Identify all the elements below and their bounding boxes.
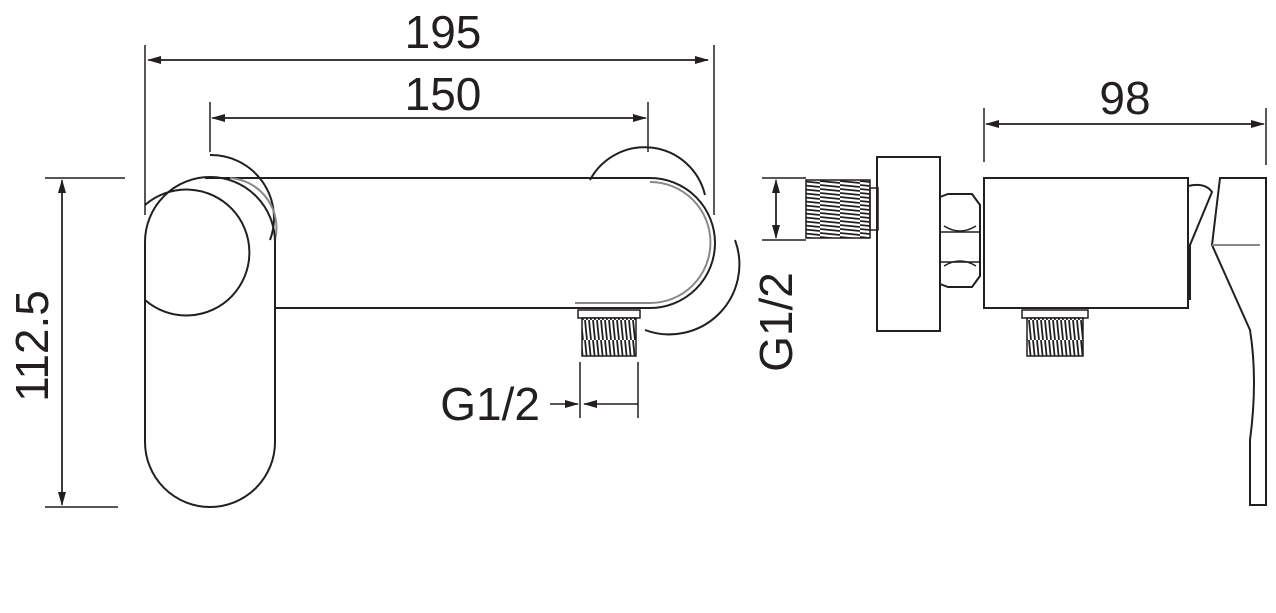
inlet-thread-label: G1/2 bbox=[750, 272, 802, 372]
outlet-thread-label: G1/2 bbox=[440, 378, 540, 430]
hex-nut bbox=[939, 193, 981, 288]
side-body bbox=[983, 177, 1189, 309]
side-outlet-thread bbox=[1026, 317, 1084, 357]
right-flange-lower bbox=[644, 239, 741, 336]
front-view: 195 150 112.5 G1/2 bbox=[6, 6, 741, 508]
dim-150-label: 150 bbox=[405, 68, 482, 120]
inlet-thread bbox=[805, 179, 871, 239]
wall-flange bbox=[876, 156, 941, 332]
side-view: 98 G1/2 bbox=[750, 72, 1267, 506]
mixer-body-inner bbox=[575, 181, 712, 304]
left-flange bbox=[144, 188, 251, 317]
lever-arm bbox=[1210, 177, 1267, 506]
lever-profile bbox=[1187, 183, 1214, 300]
side-outlet-nut bbox=[1021, 309, 1089, 319]
mixer-body bbox=[205, 177, 716, 309]
outlet-thread bbox=[581, 317, 637, 357]
dim-98-label: 98 bbox=[1099, 72, 1150, 124]
outlet-nut bbox=[577, 309, 641, 319]
dim-195-label: 195 bbox=[405, 6, 482, 58]
left-flange-back bbox=[209, 153, 275, 241]
lever-handle bbox=[144, 176, 276, 508]
dim-112-label: 112.5 bbox=[6, 290, 58, 402]
body-left-shade bbox=[229, 177, 278, 278]
right-flange bbox=[589, 146, 706, 196]
